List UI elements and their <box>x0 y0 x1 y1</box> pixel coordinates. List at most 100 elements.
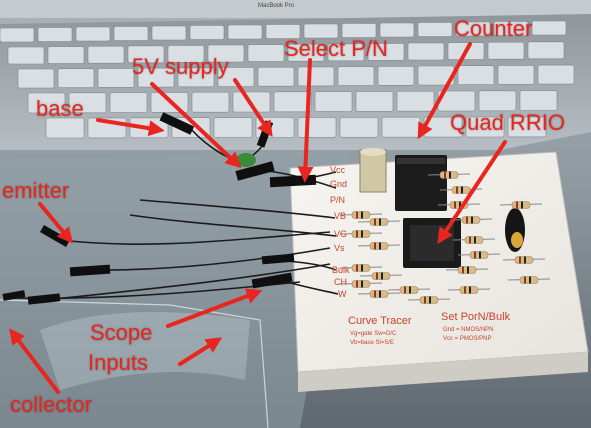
label-inputs: Inputs <box>88 350 148 375</box>
board-title-right: Set PorN/Bulk <box>441 311 511 323</box>
quad-rrio-chip <box>403 218 461 268</box>
label-select-pn: Select P/N <box>284 36 388 61</box>
keyboard-key <box>167 45 205 63</box>
keyboard-key <box>355 91 394 112</box>
laptop-hinge <box>0 0 591 18</box>
keyboard-key <box>297 117 337 138</box>
annotation-arrow <box>417 42 472 140</box>
label-quad-rrio: Quad RRIO <box>450 110 565 135</box>
keyboard-key <box>537 64 575 85</box>
resistor-band <box>374 290 376 298</box>
keyboard-key <box>217 67 255 87</box>
wires <box>0 127 339 428</box>
resistor-band <box>379 290 381 298</box>
keyboard-key <box>97 68 135 88</box>
resistor-band <box>474 251 476 259</box>
keyboard-key <box>191 91 230 113</box>
keyboard-key <box>396 90 435 112</box>
keyboard-key <box>0 27 35 43</box>
pin-label-w: W <box>338 289 347 299</box>
keyboard-key <box>213 117 253 138</box>
resistor-band <box>461 186 463 194</box>
resistors <box>339 171 551 304</box>
keyboard-key <box>247 44 285 62</box>
resistor-band <box>361 211 363 219</box>
resistor-band <box>479 251 481 259</box>
label-counter: Counter <box>454 16 533 41</box>
keyboard-key <box>457 65 495 85</box>
resistor-band <box>519 256 521 264</box>
resistor-band <box>379 242 381 250</box>
glass-reflection <box>40 312 250 390</box>
label-collector: collector <box>10 392 92 417</box>
keyboard-key <box>417 22 453 37</box>
annotation-arrow <box>297 58 314 183</box>
pin-label-gnd: Gnd <box>330 179 348 189</box>
keyboard-key <box>478 90 517 112</box>
pin-label-bulk: Bulk <box>332 265 350 275</box>
keyboard-key <box>297 66 335 87</box>
keyboard-key <box>377 66 415 86</box>
resistor-band <box>467 266 469 274</box>
board-sub-right-2: Vcc = PMOS/PNP <box>443 336 492 342</box>
keyboard-key <box>497 65 535 85</box>
keyboard-key <box>87 45 125 64</box>
keyboard-key <box>17 68 55 89</box>
keyboard-key <box>527 41 565 60</box>
resistor-band <box>469 236 471 244</box>
keyboard-key <box>407 42 445 61</box>
label-scope: Scope <box>90 320 153 345</box>
keyboard-key <box>37 27 73 42</box>
resistor-band <box>356 230 358 238</box>
keyboard-key <box>531 20 567 36</box>
resistor-band <box>404 286 406 294</box>
resistor-band <box>462 266 464 274</box>
keyboard-key <box>75 26 111 42</box>
pin-label-ch: CH <box>334 277 347 287</box>
keyboard-key <box>455 21 491 37</box>
pin-label-vb: VB <box>334 211 347 221</box>
wire <box>59 231 331 245</box>
resistor-band <box>469 286 471 294</box>
keyboard-key <box>519 90 558 111</box>
keyboard-key <box>327 43 365 62</box>
keyboard-key <box>57 68 95 88</box>
keyboard-key <box>113 26 149 41</box>
keyboard-key <box>257 66 295 87</box>
keyboard-key <box>27 92 66 114</box>
glass-edge <box>0 299 269 428</box>
keyboard-key <box>227 24 263 40</box>
label-base: base <box>36 96 84 121</box>
resistor-band <box>356 211 358 219</box>
resistor-band <box>381 272 383 280</box>
label-5v-supply: 5V supply <box>132 54 229 79</box>
annotation-arrow <box>437 140 507 245</box>
laptop-brand: MacBook Pro <box>258 3 295 9</box>
annotation-arrow <box>150 82 242 169</box>
resistor-band <box>356 264 358 272</box>
keyboard-key <box>381 116 421 138</box>
keyboard-key <box>314 91 353 112</box>
annotation-arrow <box>166 288 263 328</box>
annotation-arrow <box>38 202 74 244</box>
resistor-band <box>444 171 446 179</box>
resistor-band <box>374 218 376 226</box>
resistor-band <box>449 171 451 179</box>
annotation-arrow <box>9 328 60 394</box>
resistor-band <box>361 230 363 238</box>
resistor-band <box>379 218 381 226</box>
resistor-band <box>424 296 426 304</box>
keyboard-key <box>265 24 301 39</box>
board-sub-left-1: Vg=gate Sw=D/C <box>350 331 397 337</box>
wire <box>104 247 331 271</box>
resistor-band <box>454 201 456 209</box>
board-sub-right-1: Gnd = NMOS/NPN <box>443 327 494 333</box>
keyboard-key <box>337 66 375 86</box>
keyboard-key <box>151 25 187 41</box>
keyboard-key <box>287 43 325 62</box>
counter-chip <box>395 155 447 211</box>
keyboard-key <box>273 91 312 113</box>
annotation-arrow <box>178 337 223 366</box>
resistor-band <box>529 276 531 284</box>
